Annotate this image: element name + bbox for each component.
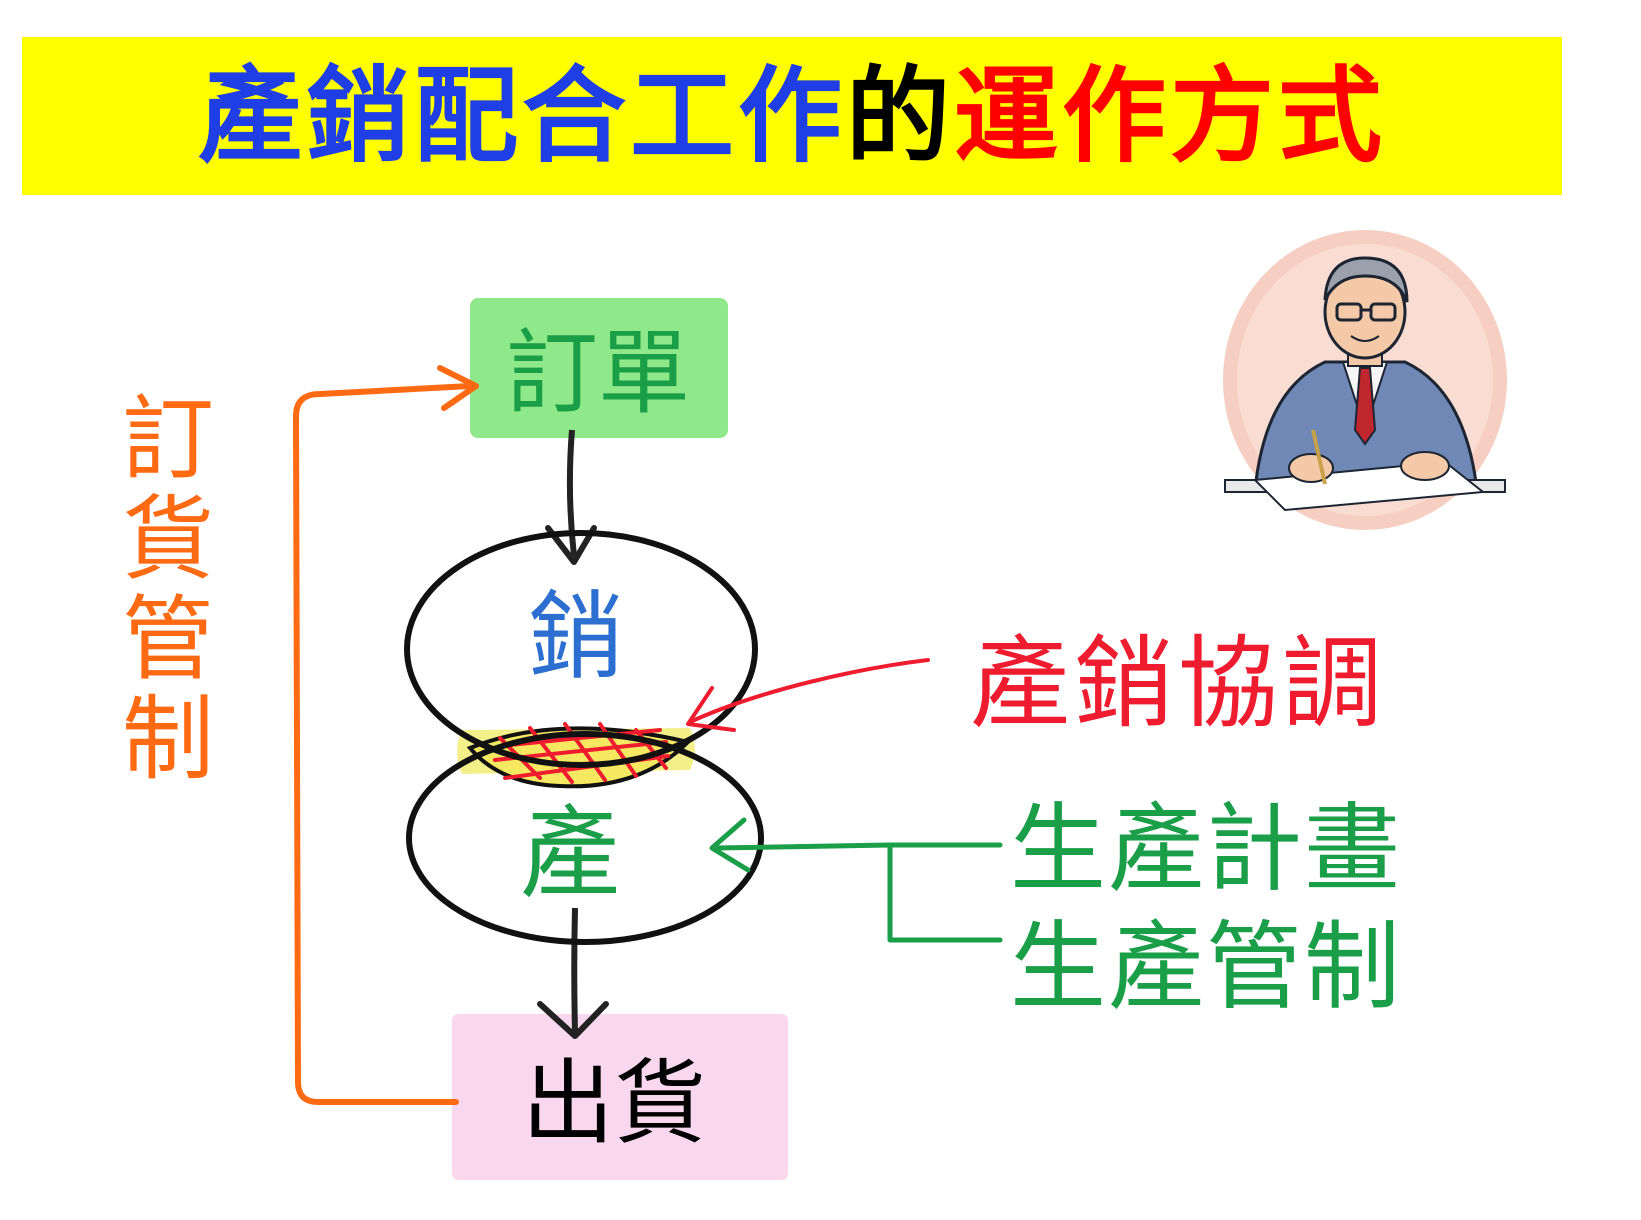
plan-control-bracket: [713, 842, 1003, 943]
shipping-box: [452, 1014, 788, 1180]
production-circle-label: 產: [520, 795, 620, 912]
title-part-3: 運作方式: [954, 55, 1387, 177]
coordination-label: 產銷協調: [970, 625, 1386, 742]
title-banner: 產銷配合工作的運作方式: [22, 37, 1562, 195]
arrow-order-to-sales: [566, 429, 577, 557]
title-part-1: 產銷配合工作: [197, 55, 846, 177]
production-control-label: 生產管制: [1010, 911, 1402, 1023]
coordination-arrow: [688, 658, 930, 724]
order-box: [470, 298, 728, 438]
order-control-arrowhead: [437, 365, 479, 411]
order-box-label: 訂單: [506, 320, 690, 427]
sales-circle: [404, 530, 758, 768]
plan-control-arrowhead: [709, 817, 751, 873]
sales-circle-label: 銷: [528, 581, 624, 693]
arrowhead-production-to-shipping: [537, 1001, 609, 1039]
production-plan-label: 生產計畫: [1010, 793, 1402, 905]
shipping-box-label: 出貨: [522, 1050, 706, 1157]
order-control-loop: [293, 383, 473, 1105]
arrow-production-to-shipping: [571, 907, 578, 1033]
arrowhead-order-to-sales: [545, 525, 597, 565]
coordination-arrowhead: [686, 686, 736, 732]
production-circle: [406, 731, 764, 945]
businessman-writing-icon: [1223, 230, 1507, 530]
title-part-2: 的: [845, 55, 954, 177]
order-control-label: 訂貨管制: [107, 390, 214, 790]
